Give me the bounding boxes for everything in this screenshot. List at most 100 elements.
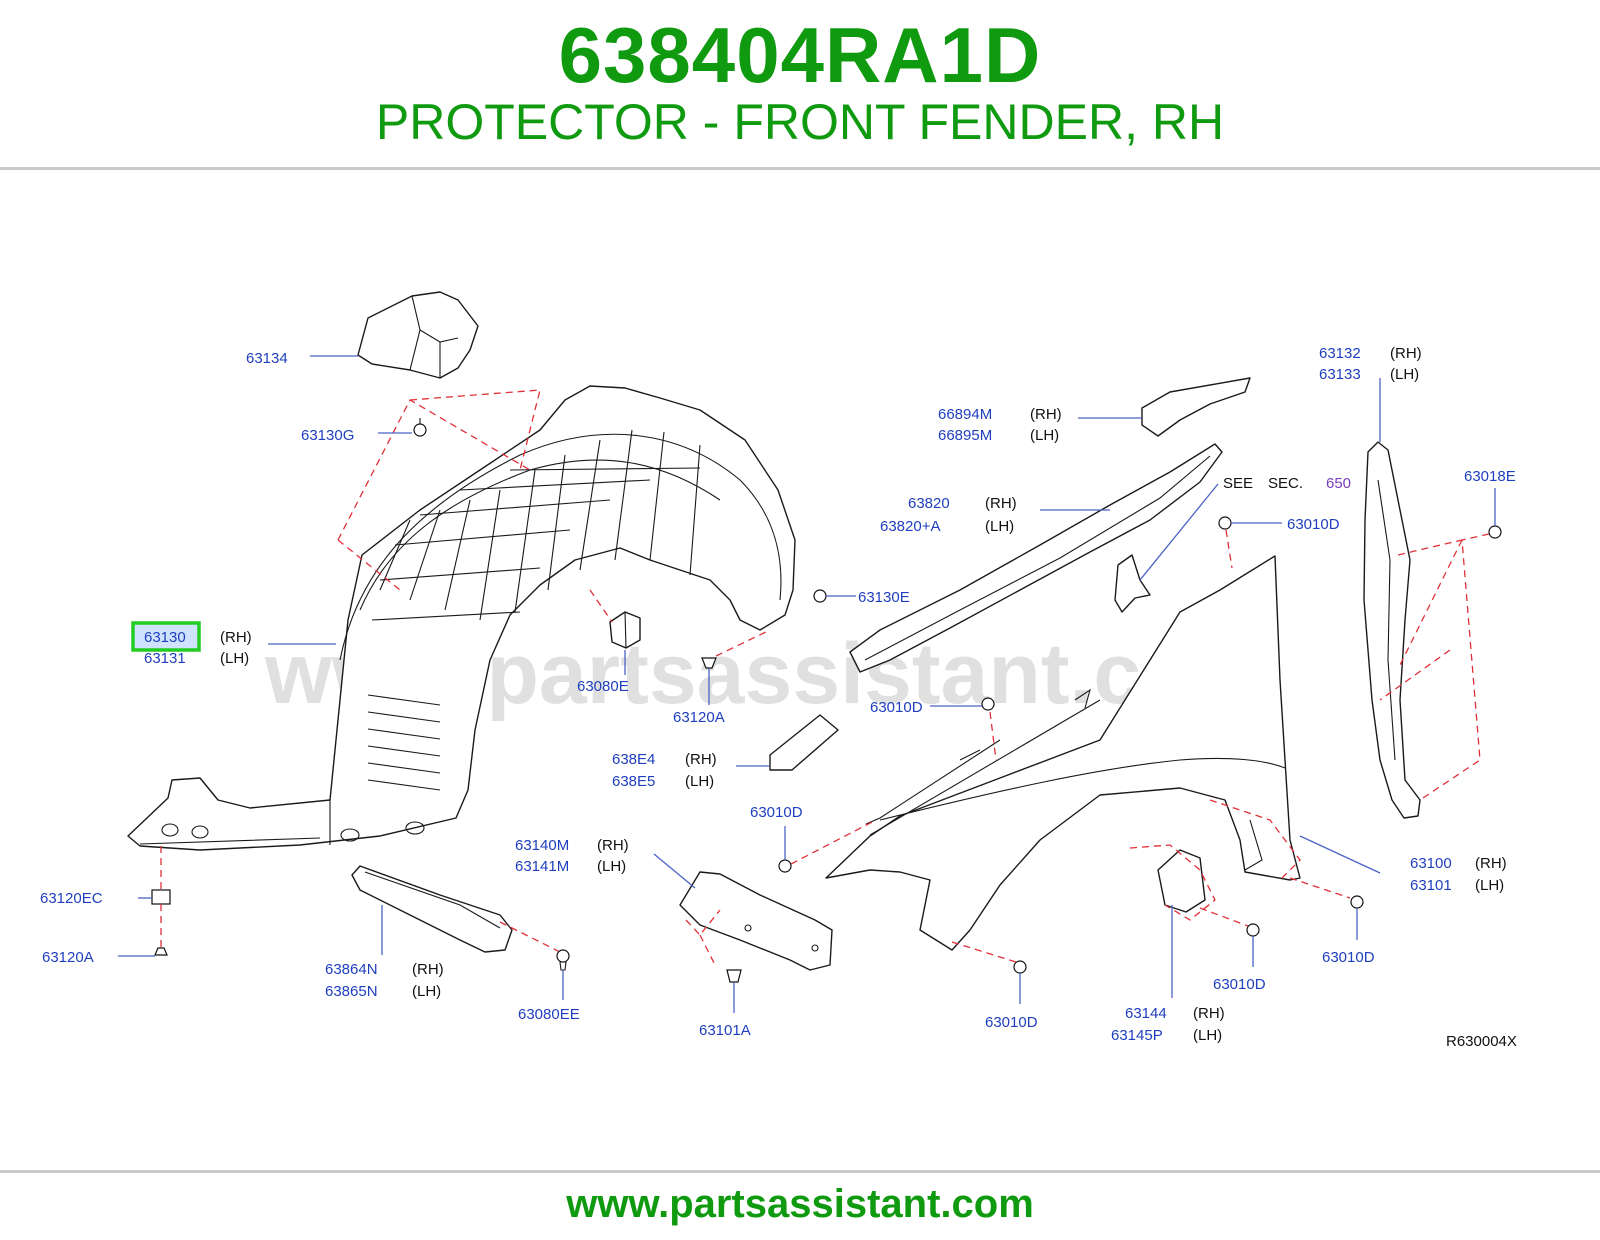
dash-63080E	[589, 589, 613, 623]
label-63080EE: 63080EE	[518, 1006, 580, 1023]
label-63130-rh: (RH)	[220, 629, 252, 646]
diagram-code: R630004X	[1446, 1033, 1517, 1050]
fastener-63010D-left	[778, 859, 792, 873]
label-63140M: 63140M	[515, 837, 569, 854]
part-63134-drawing	[357, 291, 479, 379]
label-sec-650: 650	[1326, 475, 1351, 492]
label-63100: 63100	[1410, 855, 1452, 872]
highlight-63130	[131, 621, 201, 652]
dash-63010D-br1	[1199, 907, 1249, 927]
part-63080E-drawing	[609, 611, 641, 649]
fastener-63010D-br1	[1246, 923, 1260, 937]
label-63133-lh: (LH)	[1390, 366, 1419, 383]
fastener-63010D-bottom	[1013, 960, 1027, 974]
label-63120EC: 63120EC	[40, 890, 103, 907]
dash-63144	[1129, 844, 1216, 921]
fastener-63080EE	[556, 949, 570, 971]
label-63080E: 63080E	[577, 678, 629, 695]
label-63010D-br2: 63010D	[1322, 949, 1375, 966]
part-see-sec-bracket	[1114, 554, 1151, 613]
leader-63100	[1299, 835, 1381, 874]
leader-see-sec	[1139, 483, 1219, 581]
part-63132-drawing	[1363, 441, 1421, 819]
label-63120A-mid: 63120A	[673, 709, 725, 726]
label-66894M-rh: (RH)	[1030, 406, 1062, 423]
label-63101-lh: (LH)	[1475, 877, 1504, 894]
fastener-63010D-mid	[981, 697, 995, 711]
label-63101: 63101	[1410, 877, 1452, 894]
label-63820A: 63820+A	[880, 518, 940, 535]
label-66895M-lh: (LH)	[1030, 427, 1059, 444]
label-66895M: 66895M	[938, 427, 992, 444]
label-63140M-rh: (RH)	[597, 837, 629, 854]
label-63145P: 63145P	[1111, 1027, 1163, 1044]
part-63140M-drawing	[679, 871, 833, 971]
part-63144-drawing	[1157, 849, 1206, 913]
label-63141M-lh: (LH)	[597, 858, 626, 875]
dash-63010D-mid	[989, 711, 997, 761]
fastener-63120A-left	[154, 947, 168, 956]
label-see: SEE	[1223, 475, 1253, 492]
dash-63120A-mid	[715, 629, 771, 657]
part-63864N-drawing	[351, 865, 513, 953]
part-63820-drawing	[849, 443, 1223, 673]
label-63144: 63144	[1125, 1005, 1167, 1022]
label-63865N: 63865N	[325, 983, 378, 1000]
label-sec: SEC.	[1268, 475, 1303, 492]
label-66894M: 66894M	[938, 406, 992, 423]
dash-63134b	[337, 539, 401, 591]
dash-63010D-br2	[1289, 877, 1351, 899]
fastener-63130G	[413, 418, 427, 437]
label-63141M: 63141M	[515, 858, 569, 875]
label-638E4: 638E4	[612, 751, 655, 768]
label-63010D-mid: 63010D	[870, 699, 923, 716]
footer-divider	[0, 1170, 1600, 1173]
label-63133: 63133	[1319, 366, 1361, 383]
dash-63101A	[685, 909, 721, 966]
label-63145P-lh: (LH)	[1193, 1027, 1222, 1044]
dash-63018E	[1461, 533, 1490, 541]
label-638E5-lh: (LH)	[685, 773, 714, 790]
label-638E4-rh: (RH)	[685, 751, 717, 768]
part-name-subtitle: PROTECTOR - FRONT FENDER, RH	[375, 94, 1225, 150]
leader-63140M	[653, 853, 696, 889]
footer-url[interactable]: www.partsassistant.com	[566, 1182, 1034, 1226]
fastener-63130E	[813, 589, 827, 603]
label-63010D-top: 63010D	[1287, 516, 1340, 533]
label-63131: 63131	[144, 650, 186, 667]
dash-63010D-left	[790, 819, 877, 865]
label-63010D-br1: 63010D	[1213, 976, 1266, 993]
fastener-63120A-mid	[701, 657, 717, 669]
label-63134: 63134	[246, 350, 288, 367]
dash-63144b	[1209, 799, 1301, 881]
label-63010D-bottom: 63010D	[985, 1014, 1038, 1031]
fastener-63101A	[726, 969, 742, 983]
dash-63132	[1379, 539, 1481, 801]
label-63130G: 63130G	[301, 427, 354, 444]
label-63865N-lh: (LH)	[412, 983, 441, 1000]
dash-63134	[337, 389, 541, 541]
label-63101A: 63101A	[699, 1022, 751, 1039]
part-63130-drawing	[127, 385, 796, 851]
fastener-63010D-top	[1218, 516, 1232, 530]
label-63864N: 63864N	[325, 961, 378, 978]
fastener-63018E	[1488, 525, 1502, 539]
page-header: 638404RA1D PROTECTOR - FRONT FENDER, RH	[0, 0, 1600, 170]
label-63144-rh: (RH)	[1193, 1005, 1225, 1022]
part-66894M-drawing	[1141, 377, 1251, 437]
header-divider	[0, 167, 1600, 170]
part-number-title: 638404RA1D	[558, 11, 1042, 99]
label-63820-rh: (RH)	[985, 495, 1017, 512]
label-63131-lh: (LH)	[220, 650, 249, 667]
part-638E4-drawing	[769, 714, 839, 771]
label-63120A-left: 63120A	[42, 949, 94, 966]
label-63100-rh: (RH)	[1475, 855, 1507, 872]
label-63820: 63820	[908, 495, 950, 512]
label-63864N-rh: (RH)	[412, 961, 444, 978]
label-63130E: 63130E	[858, 589, 910, 606]
label-63018E: 63018E	[1464, 468, 1516, 485]
label-63010D-left: 63010D	[750, 804, 803, 821]
label-63130: 63130	[144, 629, 186, 646]
label-63132-rh: (RH)	[1390, 345, 1422, 362]
